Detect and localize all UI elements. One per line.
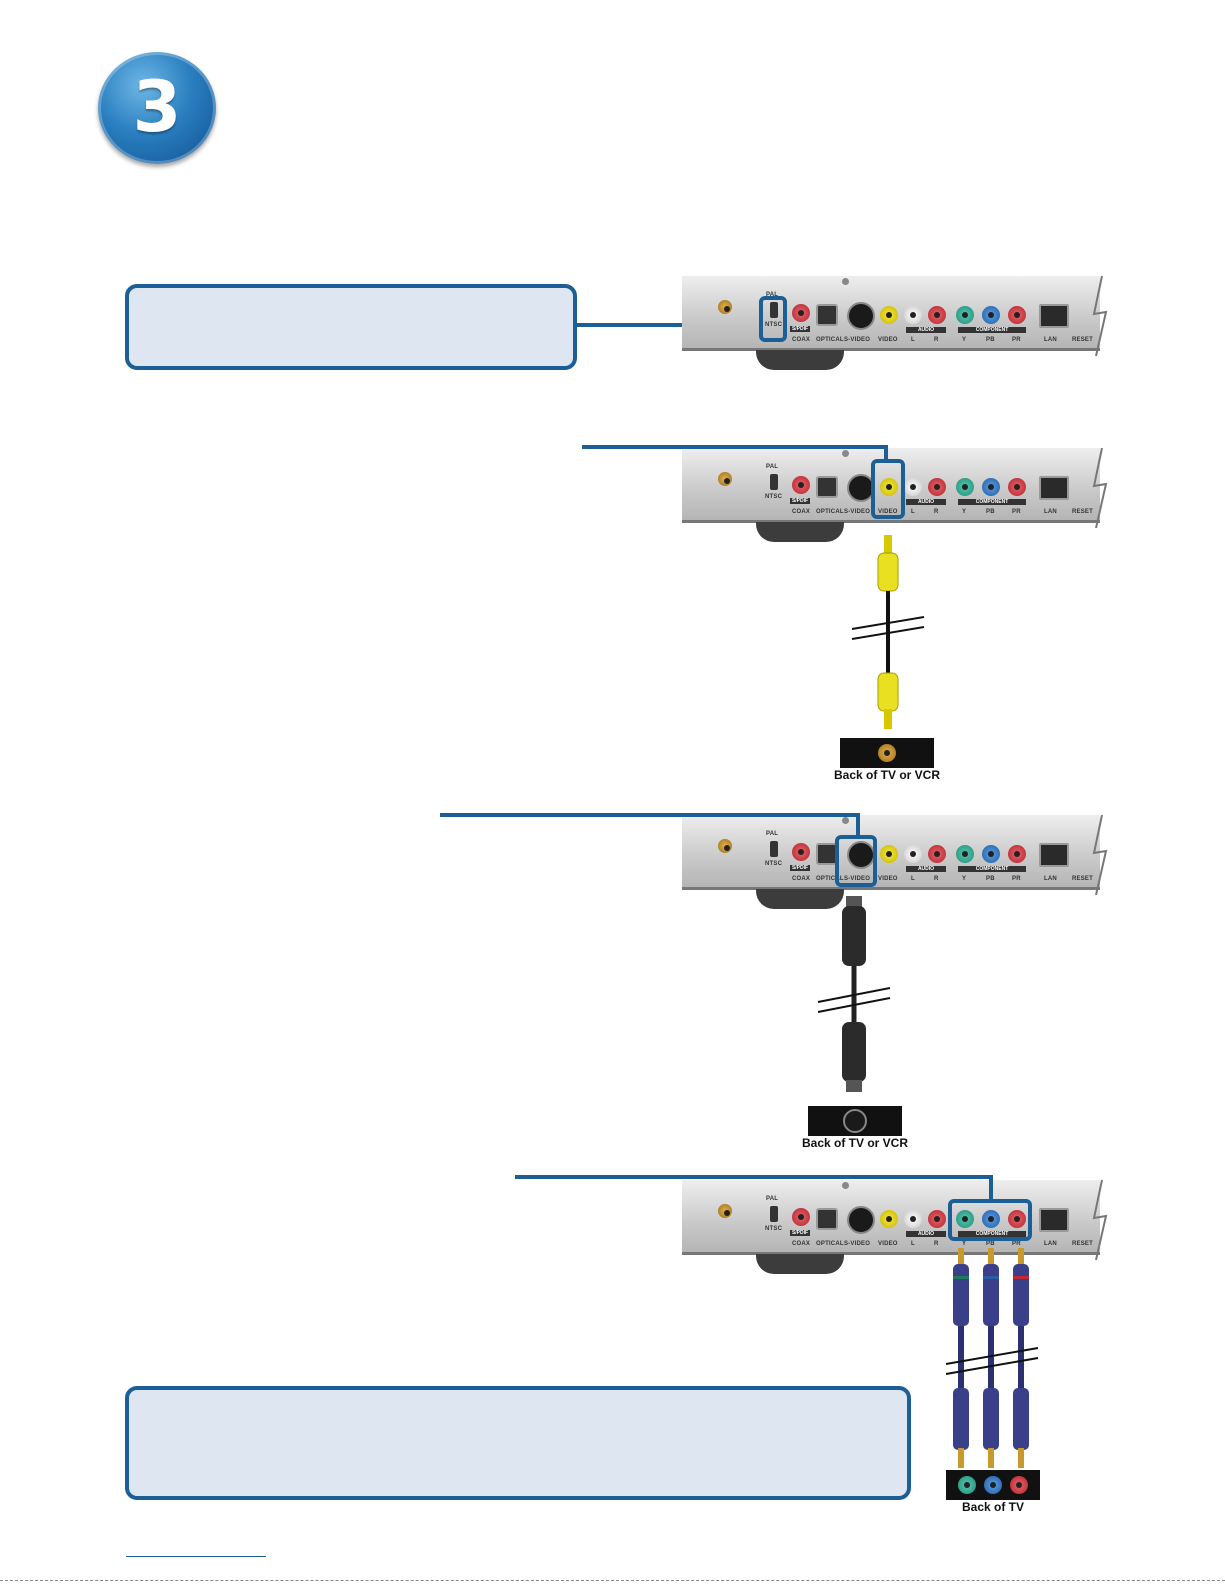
component-note-callout-box bbox=[125, 1386, 911, 1500]
composite-leader-line bbox=[582, 445, 888, 449]
svideo-jack-highlight bbox=[835, 835, 877, 887]
device-back-panel-4: PAL NTSC S/PDIF COAX OPTICAL S-VIDEO VID… bbox=[682, 1180, 1114, 1274]
device-back-panel-1: PAL NTSC S/PDIF COAX OPTICAL S-VIDEO VID… bbox=[682, 276, 1114, 370]
step-number-badge: 3 bbox=[98, 52, 216, 164]
svideo-cable bbox=[817, 896, 891, 1092]
tv-back-composite bbox=[840, 738, 934, 768]
tv-back-caption-2: Back of TV or VCR bbox=[801, 1136, 909, 1150]
step-number: 3 bbox=[132, 66, 182, 148]
tv-back-svideo bbox=[808, 1106, 902, 1136]
footer-rule bbox=[126, 1556, 266, 1557]
pal-ntsc-leader-line bbox=[577, 323, 763, 327]
pal-ntsc-switch-highlight bbox=[759, 296, 787, 342]
tv-back-caption-3: Back of TV bbox=[961, 1500, 1024, 1514]
composite-video-jack-highlight bbox=[871, 459, 905, 519]
tv-back-caption-1: Back of TV or VCR bbox=[833, 768, 941, 782]
tv-back-component bbox=[946, 1470, 1040, 1500]
component-jacks-highlight bbox=[948, 1199, 1032, 1241]
component-leader-line bbox=[515, 1175, 993, 1179]
svideo-leader-line bbox=[440, 813, 860, 817]
page-bottom-dashed-line bbox=[0, 1580, 1225, 1581]
device-back-panel-3: PAL NTSC S/PDIF COAX OPTICAL S-VIDEO VID… bbox=[682, 815, 1114, 909]
device-back-panel-2: PAL NTSC S/PDIF COAX OPTICAL S-VIDEO VID… bbox=[682, 448, 1114, 542]
component-leader-drop bbox=[989, 1175, 993, 1201]
pal-ntsc-callout-box bbox=[125, 284, 577, 370]
component-video-cables bbox=[945, 1248, 1039, 1468]
svideo-leader-drop bbox=[856, 813, 860, 837]
composite-video-cable bbox=[851, 535, 925, 729]
composite-leader-drop bbox=[884, 445, 888, 461]
